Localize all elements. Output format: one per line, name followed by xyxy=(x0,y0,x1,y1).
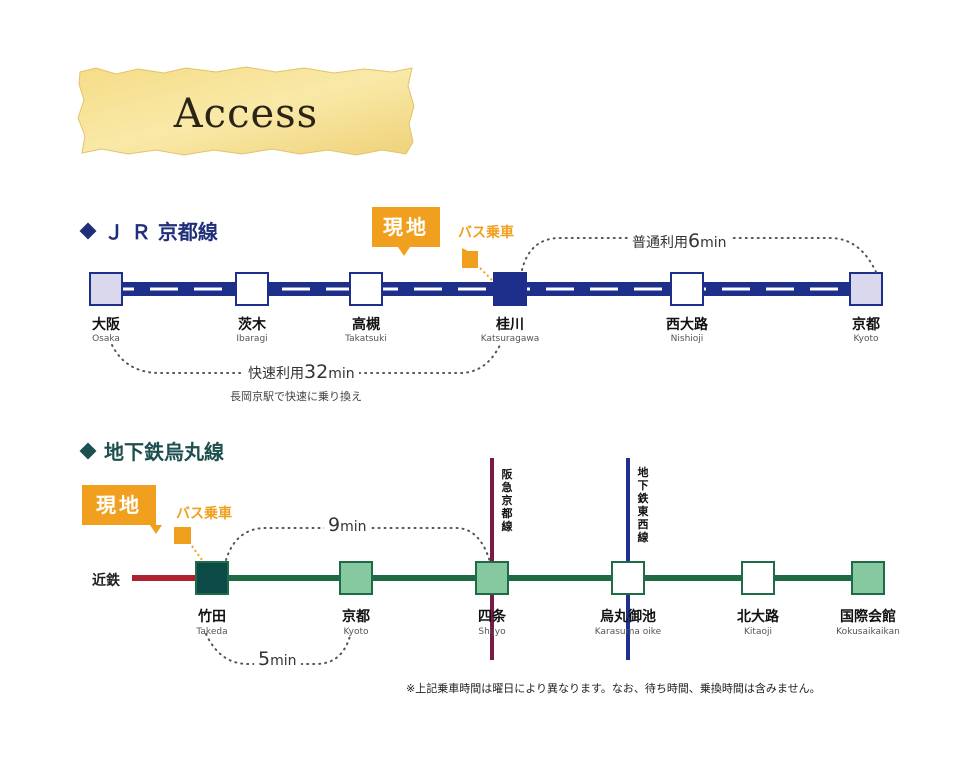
subway-time-top-number: 9 xyxy=(328,514,341,536)
jr-rapid-time-arc xyxy=(111,344,501,374)
jr-rapid-time-label: 快速利用32min xyxy=(244,361,359,383)
subway-station-roman: Kitaoji xyxy=(744,627,772,637)
jr-station-roman: Osaka xyxy=(92,334,120,344)
title-banner: Access xyxy=(76,66,416,156)
subway-bus-pointer-square xyxy=(174,527,191,544)
subway-station-name: 竹田 xyxy=(198,609,226,625)
jr-station-roman: Kyoto xyxy=(853,334,879,344)
subway-station-name: 北大路 xyxy=(737,609,779,625)
subway-station-box xyxy=(475,561,509,595)
page-title: Access xyxy=(173,91,319,137)
subway-time-bottom-label: 5min xyxy=(254,648,301,670)
subway-station-box xyxy=(851,561,885,595)
jr-bus-pointer-square xyxy=(462,251,478,268)
jr-local-time-unit: min xyxy=(700,235,727,251)
subway-station-box xyxy=(339,561,373,595)
kintetsu-label: 近鉄 xyxy=(92,573,120,589)
jr-station-name: 茨木 xyxy=(238,317,266,333)
jr-station-box xyxy=(349,272,383,306)
jr-station-name: 大阪 xyxy=(92,317,120,333)
subway-station-box xyxy=(741,561,775,595)
jr-station-roman: Katsuragawa xyxy=(480,334,540,344)
jr-station-box xyxy=(849,272,883,306)
subway-station-box xyxy=(611,561,645,595)
jr-local-time-number: 6 xyxy=(688,230,701,252)
current-location-badge-jr: 現地 xyxy=(372,207,440,247)
subway-station-name: 四条 xyxy=(478,609,506,625)
jr-local-time-label: 普通利用6min xyxy=(628,230,731,252)
subway-genchi-tail xyxy=(150,525,162,534)
subway-time-top-label: 9min xyxy=(324,514,371,536)
jr-local-time-prefix: 普通利用 xyxy=(632,235,688,251)
tozai-line-label: 地下鉄東西線 xyxy=(636,466,650,544)
jr-line-heading-text: Ｊ Ｒ 京都線 xyxy=(104,220,218,244)
jr-station-box xyxy=(235,272,269,306)
jr-rapid-time-prefix: 快速利用 xyxy=(248,366,304,382)
current-location-badge-subway: 現地 xyxy=(82,485,156,525)
subway-station-roman: Shijyo xyxy=(478,627,506,637)
subway-time-bottom-arc xyxy=(205,633,351,665)
jr-rapid-time-number: 32 xyxy=(304,361,329,383)
jr-genchi-tail xyxy=(398,247,410,256)
bus-boarding-label-subway: バス乗車 xyxy=(176,506,232,522)
jr-station-name: 桂川 xyxy=(496,317,524,333)
jr-station-box xyxy=(89,272,123,306)
footnote: ※上記乗車時間は曜日により異なります。なお、待ち時間、乗換時間は含みません。 xyxy=(406,682,821,695)
jr-rapid-time-unit: min xyxy=(328,366,355,382)
subway-time-bottom-unit: min xyxy=(270,653,297,669)
jr-bus-pointer-dots xyxy=(479,267,493,281)
bus-boarding-label-jr: バス乗車 xyxy=(458,225,514,241)
subway-station-roman: Takeda xyxy=(196,627,228,637)
jr-transfer-note: 長岡京駅で快速に乗り換え xyxy=(230,390,362,403)
subway-station-name: 烏丸御池 xyxy=(600,609,656,625)
jr-station-name: 京都 xyxy=(852,317,880,333)
jr-station-box xyxy=(670,272,704,306)
jr-station-roman: Nishioji xyxy=(670,334,704,344)
subway-station-name: 京都 xyxy=(342,609,370,625)
jr-line-heading: Ｊ Ｒ 京都線 xyxy=(79,216,218,245)
subway-bus-pointer-dots xyxy=(191,545,203,561)
parchment-shape xyxy=(77,66,415,156)
subway-station-roman: Kokusaikaikan xyxy=(836,627,900,637)
subway-station-name: 国際会館 xyxy=(840,609,896,625)
jr-station-roman: Takatsuki xyxy=(345,334,387,344)
subway-station-roman: Karasuma oike xyxy=(594,627,662,637)
subway-time-top-unit: min xyxy=(340,519,367,535)
subway-line-heading-text: 地下鉄烏丸線 xyxy=(104,440,224,464)
jr-station-roman: Ibaragi xyxy=(236,334,268,344)
jr-local-time-arc xyxy=(521,237,877,273)
jr-station-name: 西大路 xyxy=(666,317,708,333)
jr-station-box xyxy=(493,272,527,306)
subway-station-box xyxy=(195,561,229,595)
jr-station-name: 高槻 xyxy=(352,317,380,333)
subway-time-bottom-number: 5 xyxy=(258,648,271,670)
subway-station-roman: Kyoto xyxy=(343,627,369,637)
subway-line-heading: 地下鉄烏丸線 xyxy=(79,436,224,465)
hankyu-line-label: 阪急京都線 xyxy=(500,468,514,533)
